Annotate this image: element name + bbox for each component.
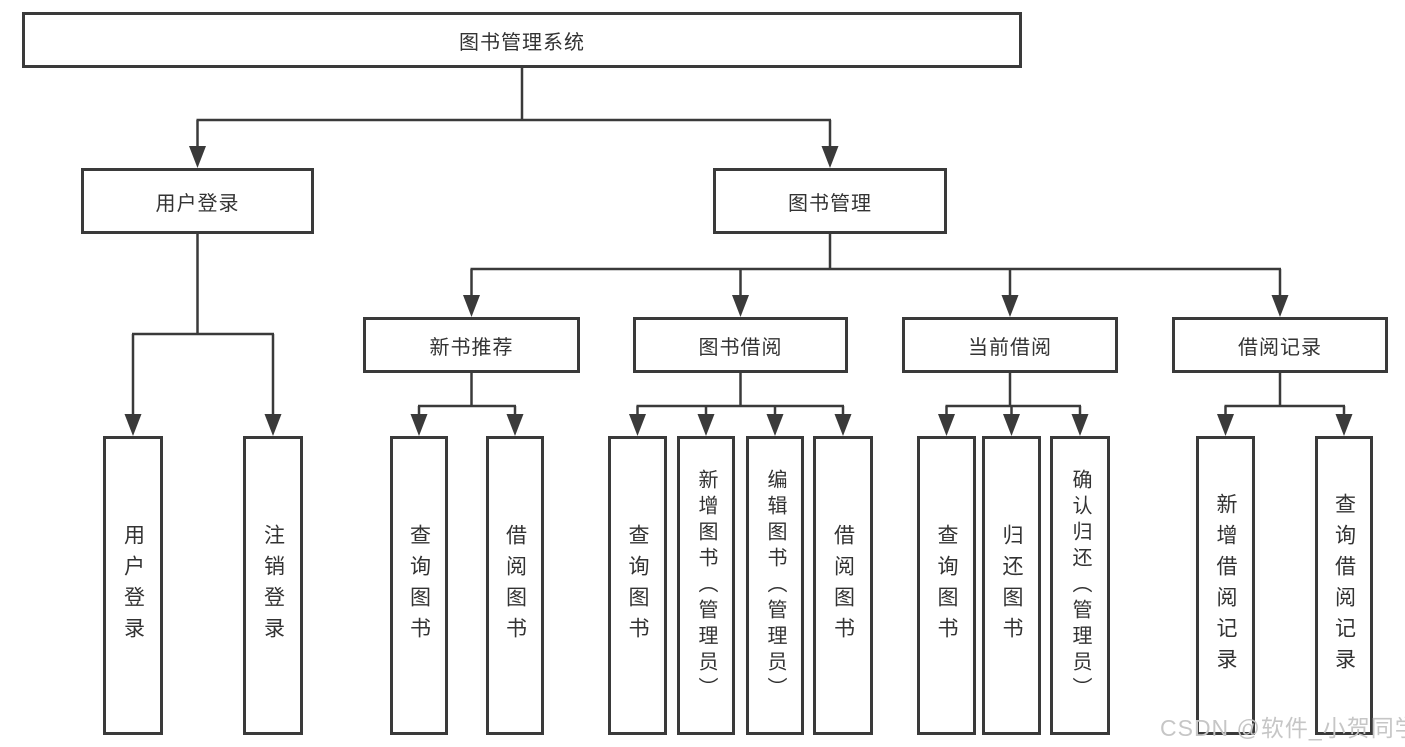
leaf-add-books-admin: 新增图书（管理员） (677, 436, 735, 735)
node-book-management: 图书管理 (713, 168, 947, 234)
leaf-edit-books-admin: 编辑图书（管理员） (746, 436, 804, 735)
leaf-borrow-books-recommend: 借阅图书 (486, 436, 544, 735)
node-user-login-label: 用户登录 (155, 192, 240, 215)
leaf-confirm-return-admin: 确认归还（管理员） (1050, 436, 1110, 735)
leaf-query-books-borrow: 查询图书 (608, 436, 667, 735)
node-current-borrow-label: 当前借阅 (968, 336, 1052, 359)
node-new-book-recommend: 新书推荐 (363, 317, 580, 373)
connector-user-login-to-leaves (124, 234, 282, 436)
connector-current-borrow-to-leaves (938, 373, 1089, 436)
connector-new-book-recommend-to-leaves (410, 373, 524, 436)
node-book-borrow: 图书借阅 (633, 317, 848, 373)
connector-borrow-records-to-leaves (1217, 373, 1353, 436)
node-library-system-label: 图书管理系统 (459, 31, 585, 54)
node-new-book-recommend-label: 新书推荐 (429, 336, 514, 359)
leaf-borrow-books: 借阅图书 (813, 436, 873, 735)
leaf-user-login: 用户登录 (103, 436, 163, 735)
node-current-borrow: 当前借阅 (902, 317, 1118, 373)
leaf-query-books-current: 查询图书 (917, 436, 976, 735)
leaf-return-books: 归还图书 (982, 436, 1041, 735)
connector-root-to-level2 (189, 68, 839, 168)
node-library-system: 图书管理系统 (22, 12, 1022, 68)
leaf-query-borrow-record: 查询借阅记录 (1315, 436, 1373, 735)
csdn-watermark: CSDN @软件_小贺同学 (1160, 715, 1405, 741)
connector-book-management-to-level3 (463, 234, 1289, 317)
node-borrow-records-label: 借阅记录 (1238, 336, 1322, 359)
node-book-management-label: 图书管理 (788, 192, 872, 215)
connector-book-borrow-to-leaves (629, 373, 852, 436)
leaf-query-books-recommend: 查询图书 (390, 436, 448, 735)
leaf-logout: 注销登录 (243, 436, 303, 735)
leaf-add-borrow-record: 新增借阅记录 (1196, 436, 1255, 735)
node-borrow-records: 借阅记录 (1172, 317, 1388, 373)
node-user-login: 用户登录 (81, 168, 314, 234)
node-book-borrow-label: 图书借阅 (698, 336, 783, 359)
